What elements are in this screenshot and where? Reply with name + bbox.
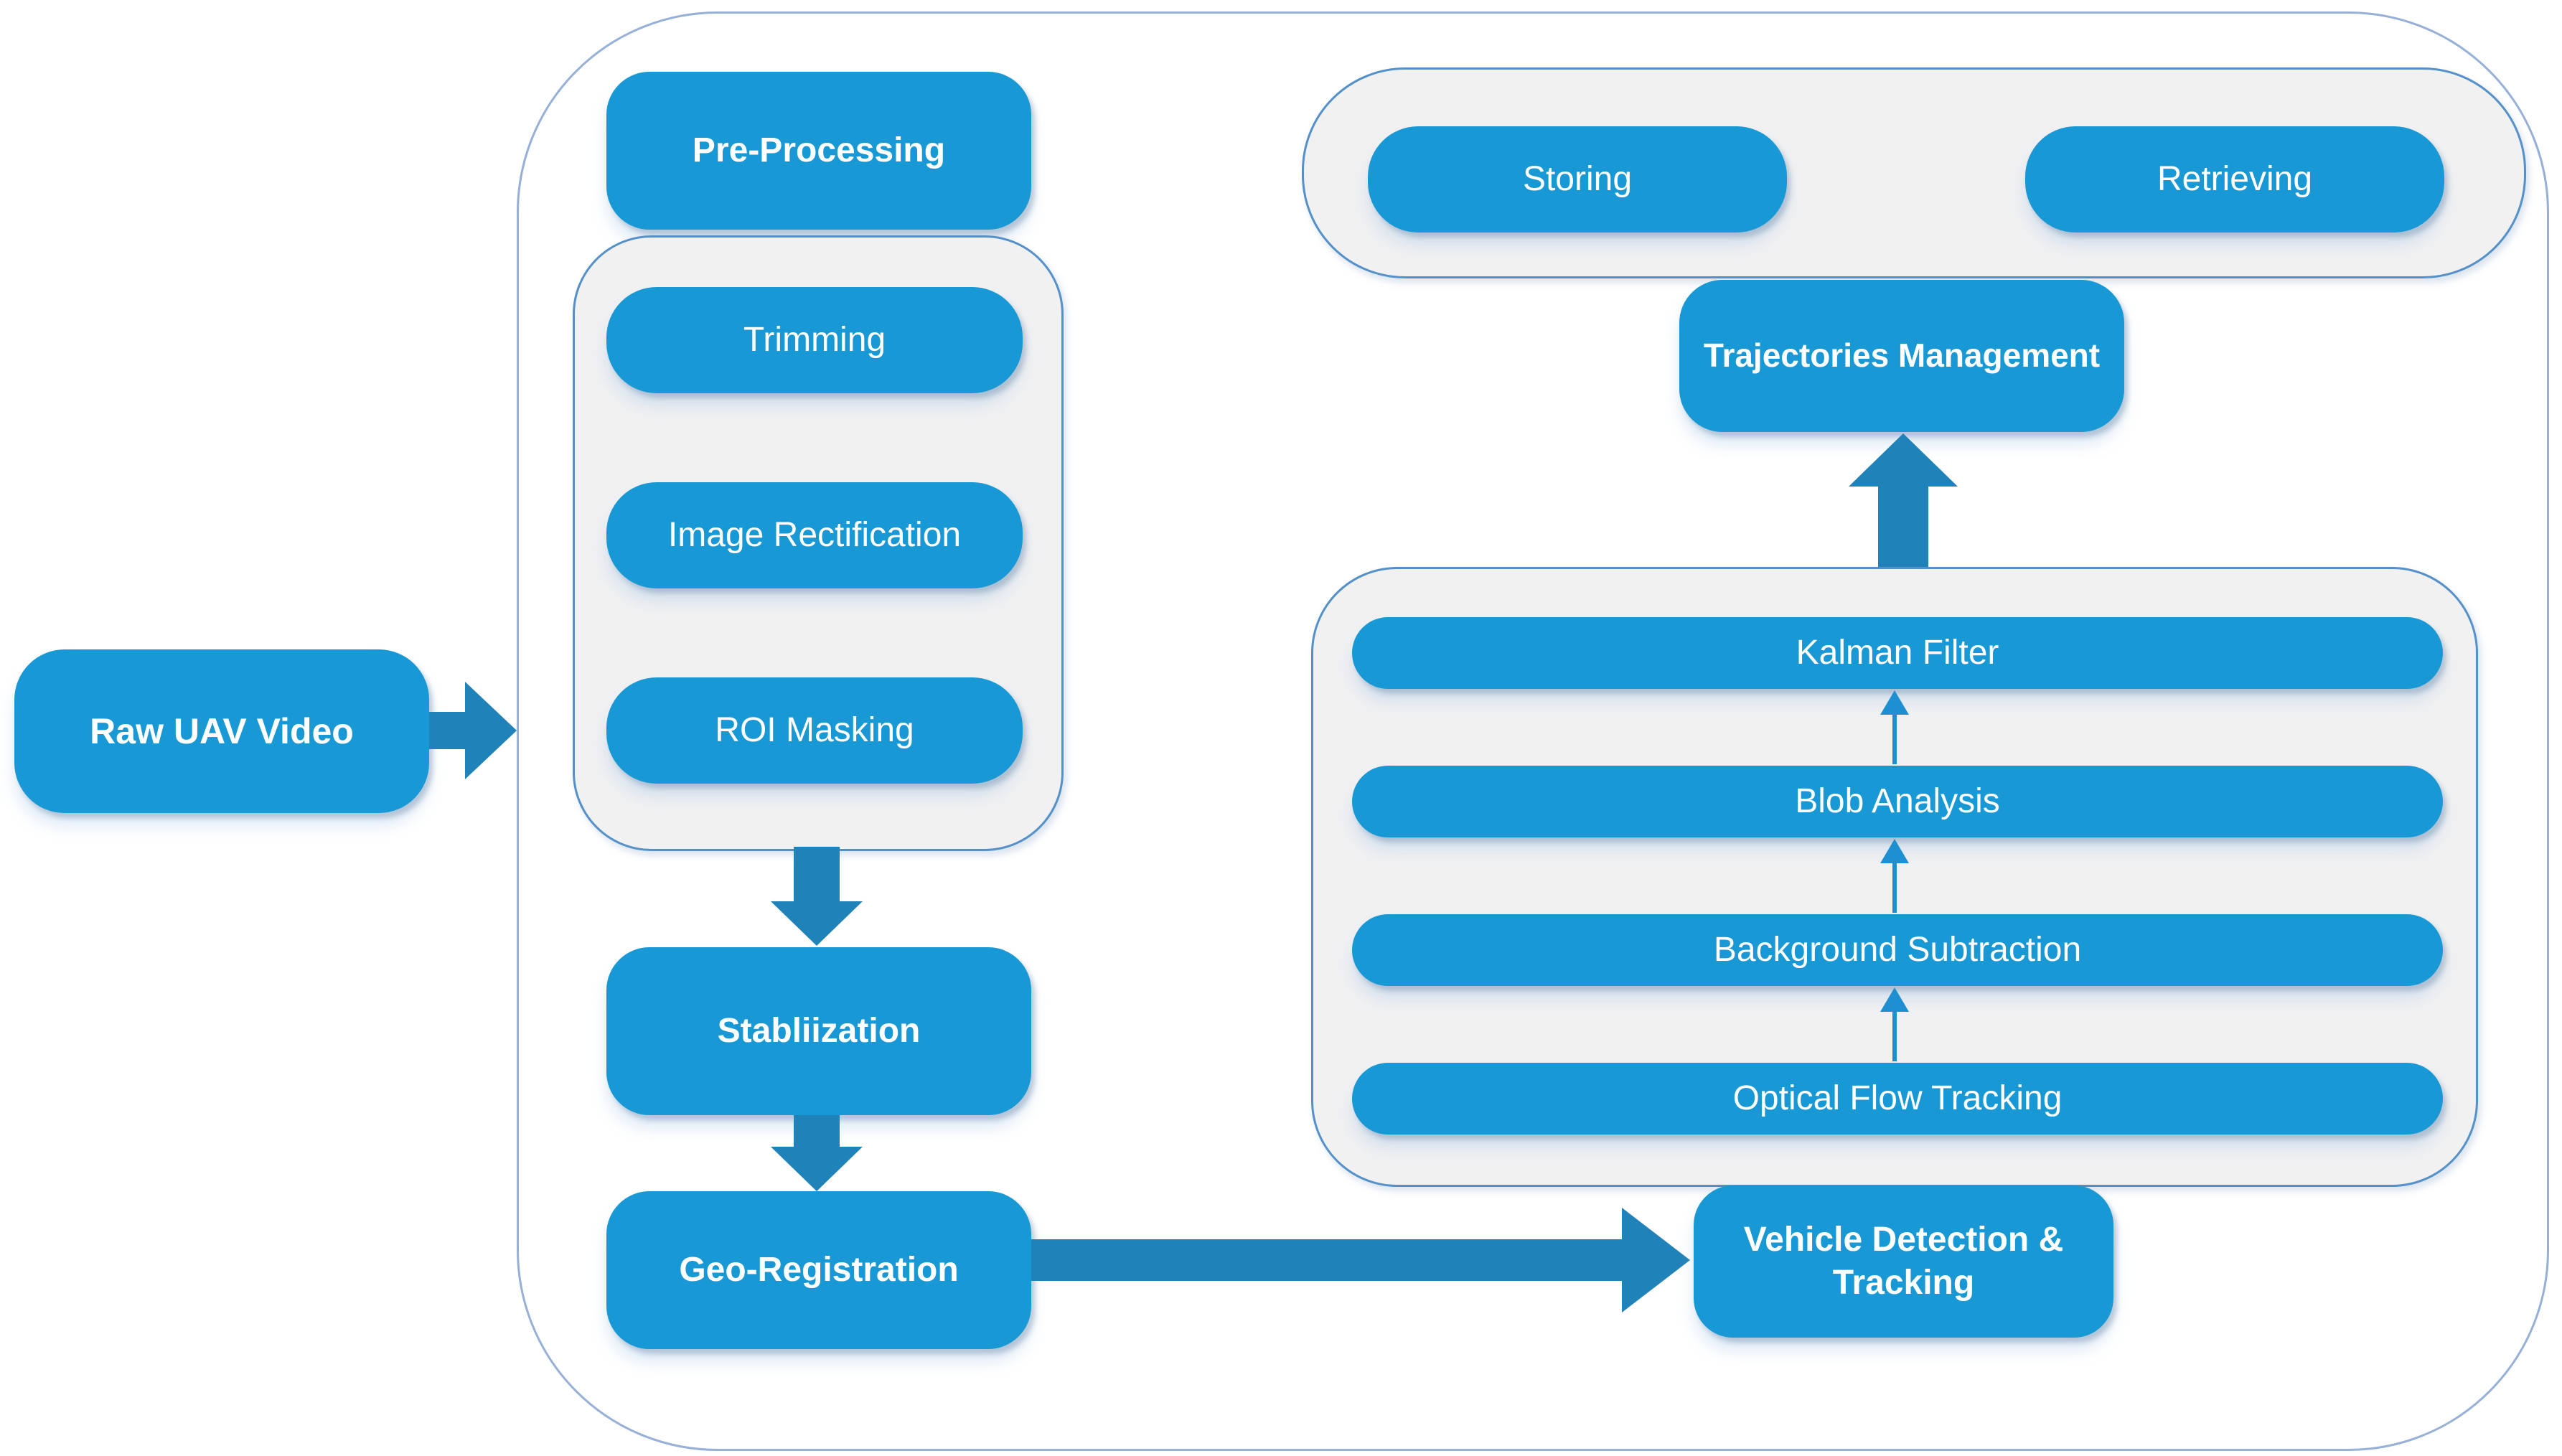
node-storing: Storing — [1368, 126, 1787, 233]
node-image-rectification: Image Rectification — [606, 482, 1023, 588]
arrow-head-down-icon — [771, 901, 863, 946]
node-retrieving-label: Retrieving — [2157, 160, 2313, 198]
node-stabilization-label: Stabliization — [717, 1012, 921, 1050]
node-trajectories-management-label: Trajectories Management — [1703, 337, 2101, 375]
node-retrieving: Retrieving — [2025, 126, 2444, 233]
node-background-subtraction-label: Background Subtraction — [1713, 931, 2082, 969]
thin-arrow-line — [1892, 712, 1897, 764]
arrow-blob-to-kalman — [1880, 690, 1909, 764]
arrow-background-to-blob — [1880, 839, 1909, 913]
thin-arrow-line — [1892, 860, 1897, 913]
node-vehicle-detection-tracking: Vehicle Detection & Tracking — [1694, 1185, 2113, 1338]
node-kalman-filter-label: Kalman Filter — [1796, 634, 1999, 672]
vehicle-detection-line1: Vehicle Detection & — [1743, 1221, 2064, 1259]
node-raw-uav-video: Raw UAV Video — [14, 649, 429, 813]
node-geo-registration-label: Geo-Registration — [679, 1251, 959, 1289]
node-roi-masking-label: ROI Masking — [715, 711, 914, 749]
arrow-detection-to-trajectories — [1849, 433, 1958, 568]
arrow-georegistration-to-detection — [1031, 1208, 1690, 1312]
node-trajectories-management: Trajectories Management — [1679, 280, 2124, 432]
thin-arrow-tip-icon — [1880, 839, 1909, 863]
arrow-raw-to-pipeline — [429, 682, 517, 779]
arrow-shaft — [794, 847, 840, 903]
arrow-head-up-icon — [1849, 433, 1958, 487]
arrow-preprocessing-to-stabilization — [771, 847, 863, 946]
thin-arrow-tip-icon — [1880, 987, 1909, 1012]
node-roi-masking: ROI Masking — [606, 677, 1023, 784]
node-trimming-label: Trimming — [743, 321, 886, 359]
node-blob-analysis: Blob Analysis — [1352, 766, 2443, 837]
node-kalman-filter: Kalman Filter — [1352, 617, 2443, 689]
node-trimming: Trimming — [606, 287, 1023, 393]
arrow-shaft — [429, 712, 468, 749]
node-optical-flow-tracking-label: Optical Flow Tracking — [1732, 1079, 2063, 1117]
arrow-shaft — [794, 1115, 840, 1150]
node-blob-analysis-label: Blob Analysis — [1795, 782, 2000, 820]
node-background-subtraction: Background Subtraction — [1352, 914, 2443, 986]
node-optical-flow-tracking: Optical Flow Tracking — [1352, 1063, 2443, 1135]
arrow-stabilization-to-georegistration — [771, 1115, 863, 1191]
node-storing-label: Storing — [1522, 160, 1633, 198]
node-stabilization: Stabliization — [606, 947, 1031, 1115]
arrow-head-right-icon — [1622, 1208, 1690, 1312]
arrow-head-right-icon — [465, 682, 517, 779]
node-pre-processing-label: Pre-Processing — [692, 131, 946, 169]
node-pre-processing: Pre-Processing — [606, 72, 1031, 230]
arrow-shaft — [1031, 1239, 1623, 1281]
node-vehicle-detection-tracking-label: Vehicle Detection & Tracking — [1744, 1218, 2063, 1305]
node-image-rectification-label: Image Rectification — [667, 516, 962, 554]
node-geo-registration: Geo-Registration — [606, 1191, 1031, 1349]
arrow-head-down-icon — [771, 1147, 863, 1191]
node-raw-uav-video-label: Raw UAV Video — [90, 710, 354, 751]
thin-arrow-line — [1892, 1009, 1897, 1061]
vehicle-detection-line2: Tracking — [1832, 1264, 1975, 1302]
arrow-shaft — [1878, 485, 1928, 568]
thin-arrow-tip-icon — [1880, 690, 1909, 715]
arrow-optical-to-background — [1880, 987, 1909, 1061]
